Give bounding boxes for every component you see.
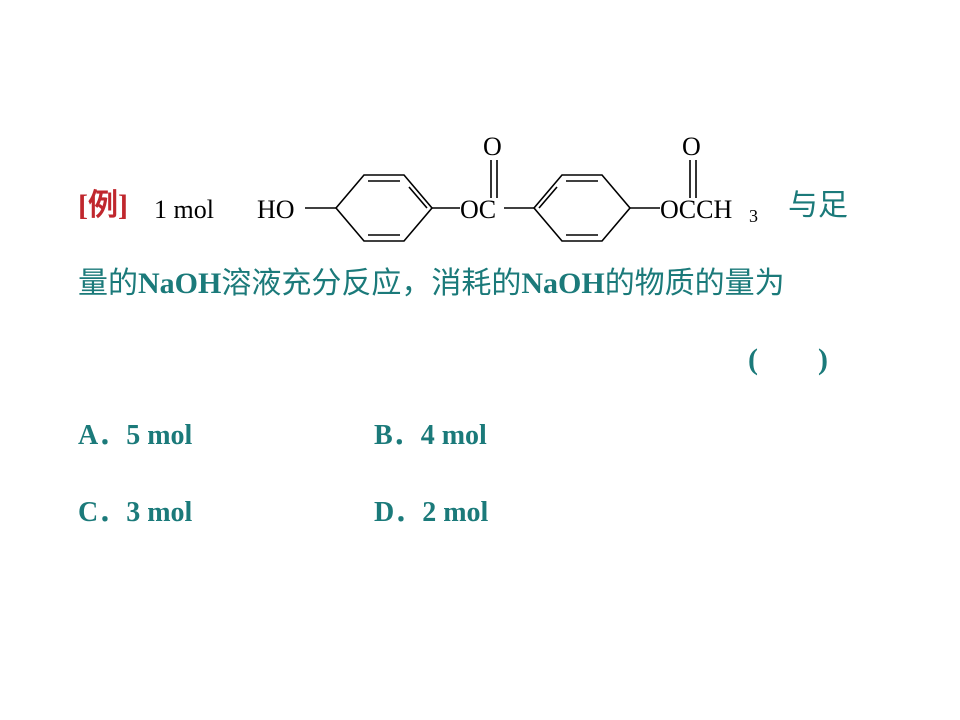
- carbonyl-o-label-1: O: [483, 132, 502, 161]
- line2-part1: 量的: [78, 267, 138, 300]
- option-d-value: 2 mol: [422, 497, 489, 528]
- ester-oc-label: OC: [460, 195, 496, 224]
- naoh-text-1: NaOH: [138, 267, 222, 300]
- carbonyl-o-label-2: O: [682, 132, 701, 161]
- acetate-label: OCCH: [660, 195, 732, 224]
- answer-blank: ( ): [748, 343, 828, 376]
- option-d-label: D．: [374, 497, 423, 528]
- option-c[interactable]: C．3 mol: [78, 493, 192, 533]
- naoh-text-2: NaOH: [521, 267, 605, 300]
- option-a[interactable]: A．5 mol: [78, 416, 192, 456]
- line2-part3: 的物质的量为: [604, 267, 785, 300]
- question-line-2: 量的NaOH溶液充分反应，消耗的NaOH的物质的量为: [78, 264, 785, 304]
- line1-tail: 与足: [788, 189, 848, 222]
- option-d[interactable]: D．2 mol: [374, 493, 488, 533]
- option-a-value: 5 mol: [126, 420, 193, 451]
- option-b-value: 4 mol: [420, 420, 487, 451]
- option-c-label: C．: [78, 497, 127, 528]
- option-c-value: 3 mol: [126, 497, 193, 528]
- acetate-subscript: 3: [749, 206, 758, 226]
- option-b[interactable]: B．4 mol: [374, 416, 487, 456]
- ho-label: HO: [257, 195, 295, 224]
- option-b-label: B．: [374, 420, 421, 451]
- option-a-label: A．: [78, 420, 127, 451]
- line2-part2: 溶液充分反应，消耗的: [221, 267, 522, 300]
- example-tag: [例]: [78, 189, 128, 222]
- amount-text: 1 mol: [154, 195, 214, 224]
